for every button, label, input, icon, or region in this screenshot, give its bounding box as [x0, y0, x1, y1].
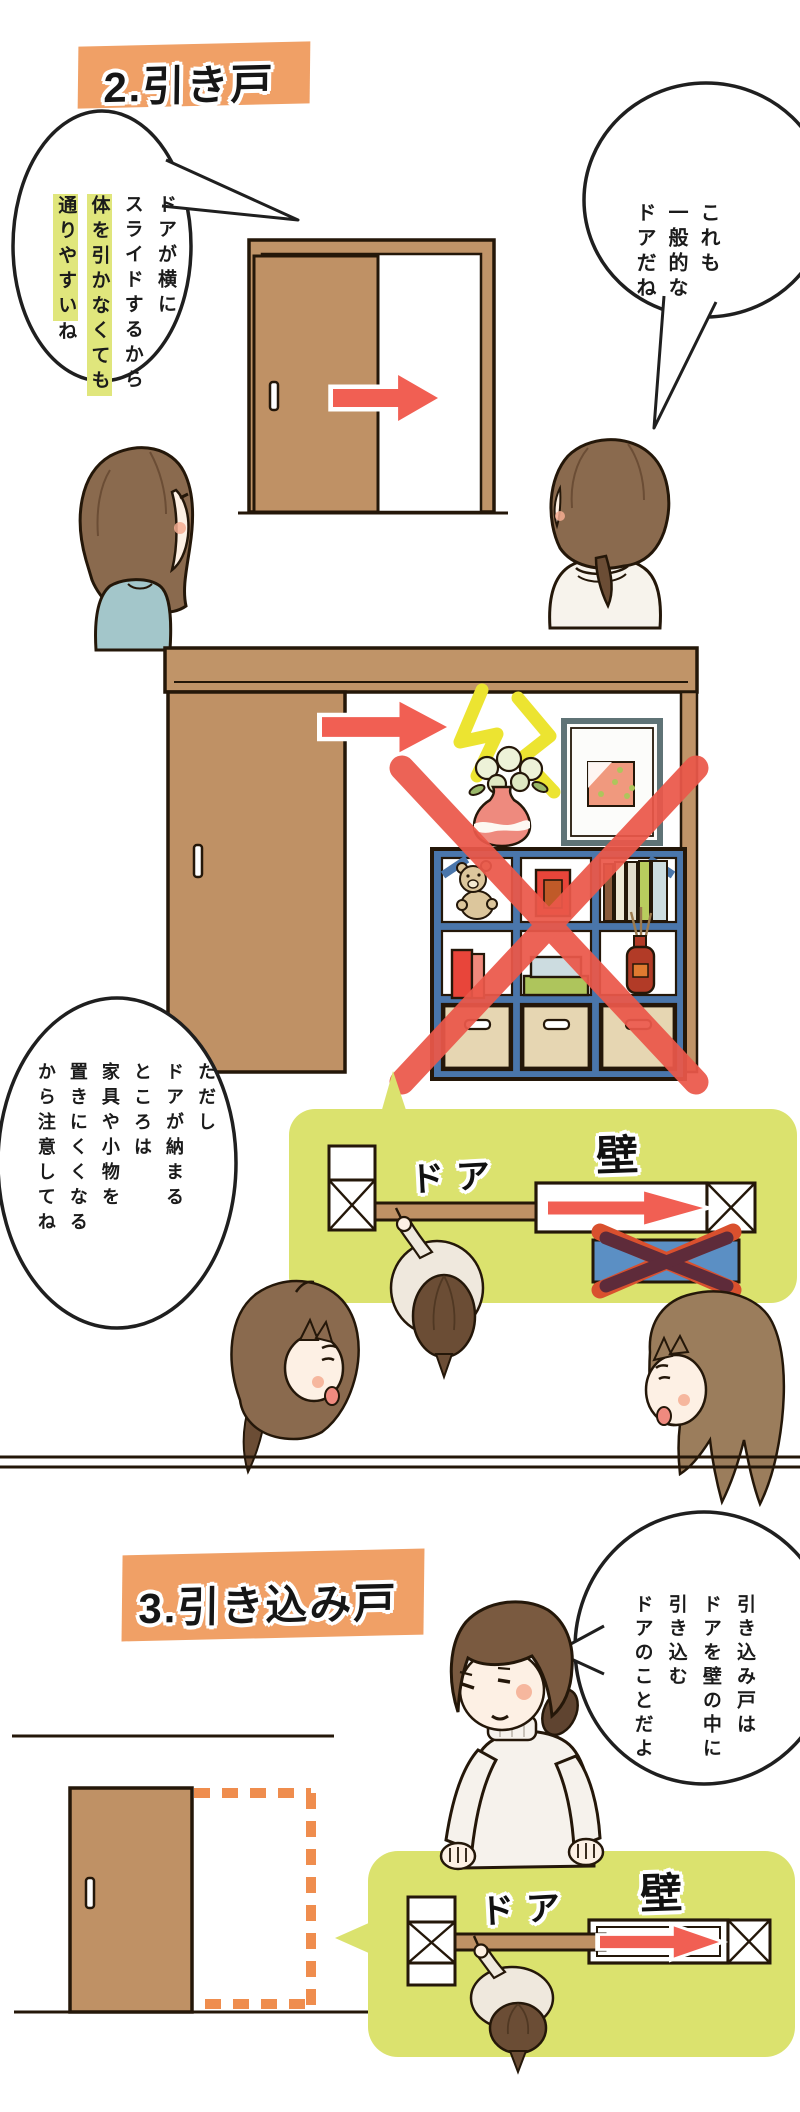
- books-illustration: [603, 860, 668, 922]
- speech-text-caution: ただし ドアが納まる ところは 家具や小物を 置きにくくなる から注意してね: [30, 1062, 222, 1252]
- pillar-symbol: [327, 1144, 377, 1182]
- speech-bubble-explain: [554, 1510, 800, 1786]
- section-divider: [0, 1455, 800, 1469]
- floorplan-panel-hikido: [289, 1071, 797, 1381]
- pocket-door-illustration: [14, 1786, 368, 2014]
- speech-line-highlighted: 通りやすいね: [53, 194, 79, 346]
- pocket-outline-dashed: [194, 1788, 316, 2009]
- speech-line-highlighted: 体を引かなくても: [86, 194, 112, 396]
- speech-line: 家具や小物を: [99, 1062, 120, 1212]
- section-title-hikikomido-text: 3.引き込み戸: [138, 1578, 398, 1632]
- speech-line: ドアだね: [633, 202, 655, 302]
- person-ponytail-back: [548, 438, 671, 630]
- door-handle: [84, 1876, 96, 1910]
- speech-text-pocket-door: 引き込み戸は ドアを壁の中に 引き込む ドアのことだよ: [623, 1594, 761, 1769]
- speech-line: スライドするから: [121, 194, 143, 394]
- speech-line: ドアを壁の中に: [699, 1594, 721, 1762]
- section-title-hikido: 2.引き戸: [77, 41, 311, 111]
- onlooker-right: [644, 1290, 786, 1508]
- top-view-person: [469, 1935, 555, 2075]
- explaining-woman: [439, 1600, 605, 1871]
- floorplan-hikikomido-contents: [406, 1895, 772, 2075]
- speech-line: ドアが横に: [155, 194, 176, 319]
- door-bar: [373, 1201, 538, 1222]
- speech-line: から注意してね: [35, 1062, 56, 1237]
- sliding-door-illustration: [238, 238, 508, 515]
- speech-line: ドアのことだよ: [631, 1594, 653, 1762]
- speech-line: ただし: [196, 1062, 216, 1137]
- section-title-hikido-text: 2.引き戸: [103, 59, 275, 111]
- speech-bubble-caution: [0, 996, 238, 1330]
- speech-line: ドアが納まる: [163, 1062, 184, 1212]
- red-book-illustration: [450, 948, 474, 1000]
- pillar-symbol: [406, 1895, 457, 1924]
- prohibited-cross-icon: [389, 755, 709, 1095]
- floorplan-wall-label: 壁: [595, 1131, 639, 1180]
- diffuser-illustration: [625, 907, 656, 995]
- floorplan-door-label: ドア: [409, 1156, 504, 1200]
- floorplan-door-label: ドア: [479, 1888, 574, 1932]
- top-view-person: [389, 1207, 485, 1381]
- onlooker-left: [230, 1279, 360, 1475]
- flower-vase-illustration: [468, 745, 549, 848]
- door-handle: [192, 843, 204, 879]
- section-title-hikikomido: 3.引き込み戸: [121, 1548, 425, 1642]
- speech-text-slide-benefit: ドアが横に スライドするから 体を引かなくても 通りやすいね: [48, 194, 182, 409]
- speech-line: 一般的な: [665, 202, 687, 302]
- door-handle: [268, 380, 280, 412]
- speech-line: ところは: [131, 1062, 152, 1162]
- stacked-boxes-illustration: [522, 974, 590, 997]
- speech-text-general-door: これも 一般的な ドアだね: [624, 202, 724, 322]
- floorplan-wall-label: 壁: [639, 1869, 683, 1918]
- speech-line: 置きにくくなる: [67, 1062, 88, 1237]
- person-long-hair: [78, 446, 194, 652]
- speech-bubble-general: [582, 81, 800, 430]
- speech-line: 引き込み戸は: [734, 1594, 755, 1738]
- speech-line: これも: [697, 202, 719, 277]
- speech-line: 引き込む: [665, 1594, 687, 1690]
- blocked-cross-icon: [591, 1223, 742, 1299]
